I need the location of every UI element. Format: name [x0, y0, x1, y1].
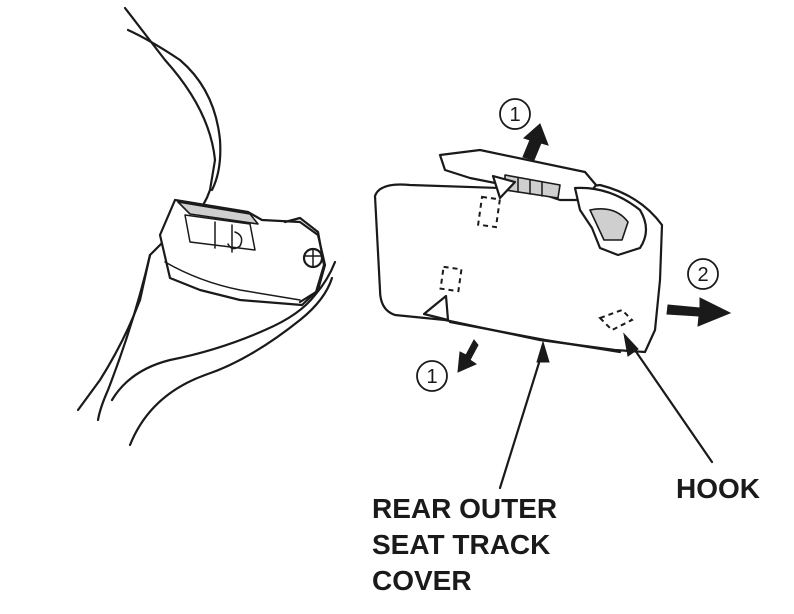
clip-marker-triangle-top [491, 174, 517, 200]
track-rail-block [184, 214, 256, 251]
track-bracket-top-face [177, 201, 259, 225]
callout-step1-top: 1 [499, 98, 531, 130]
bracket-end-cap [283, 216, 326, 304]
seat-cushion-lower-contour [128, 276, 334, 447]
arrow-up-step1-icon [522, 123, 549, 161]
callout-step1-bottom: 1 [416, 360, 448, 392]
track-rail-clip [227, 231, 243, 250]
callout-step1-bottom-number: 1 [426, 366, 437, 388]
seat-assembly [76, 6, 337, 447]
bracket-lower-edge [164, 261, 301, 301]
bracket-bolt-head [304, 248, 322, 268]
cover-bottom-edge [448, 320, 622, 354]
seat-back-inner-edge [126, 28, 222, 192]
direction-arrows [457, 123, 732, 373]
hidden-clip-left [439, 265, 463, 293]
seat-cushion-outline [110, 260, 337, 402]
leader-cover-arrowhead [536, 340, 550, 363]
hidden-hook [598, 308, 634, 332]
cover-label-line1: REAR OUTER [372, 493, 557, 524]
cover-top-tab-rib-lines [517, 177, 543, 197]
seat-track-cover [373, 148, 664, 354]
clip-marker-triangle-left [422, 294, 450, 322]
leader-cover [498, 348, 545, 490]
callout-step1-top-number: 1 [509, 104, 520, 126]
leader-hook-arrowhead [623, 332, 639, 357]
cover-right-curl-shade [589, 208, 629, 241]
hidden-clip-top [477, 195, 501, 229]
hook-label: HOOK [676, 473, 760, 504]
cover-label: REAR OUTER SEAT TRACK COVER [372, 493, 557, 596]
cover-label-line2: SEAT TRACK [372, 529, 550, 560]
callout-step2-number: 2 [697, 264, 708, 286]
leader-lines [498, 332, 714, 490]
leader-hook [626, 338, 714, 464]
arrow-down-step1-icon [457, 339, 479, 373]
seat-back-front-edge [96, 253, 152, 422]
arrow-right-step2-icon [666, 297, 732, 327]
cover-label-line3: COVER [372, 565, 472, 596]
callout-step2: 2 [687, 258, 719, 290]
